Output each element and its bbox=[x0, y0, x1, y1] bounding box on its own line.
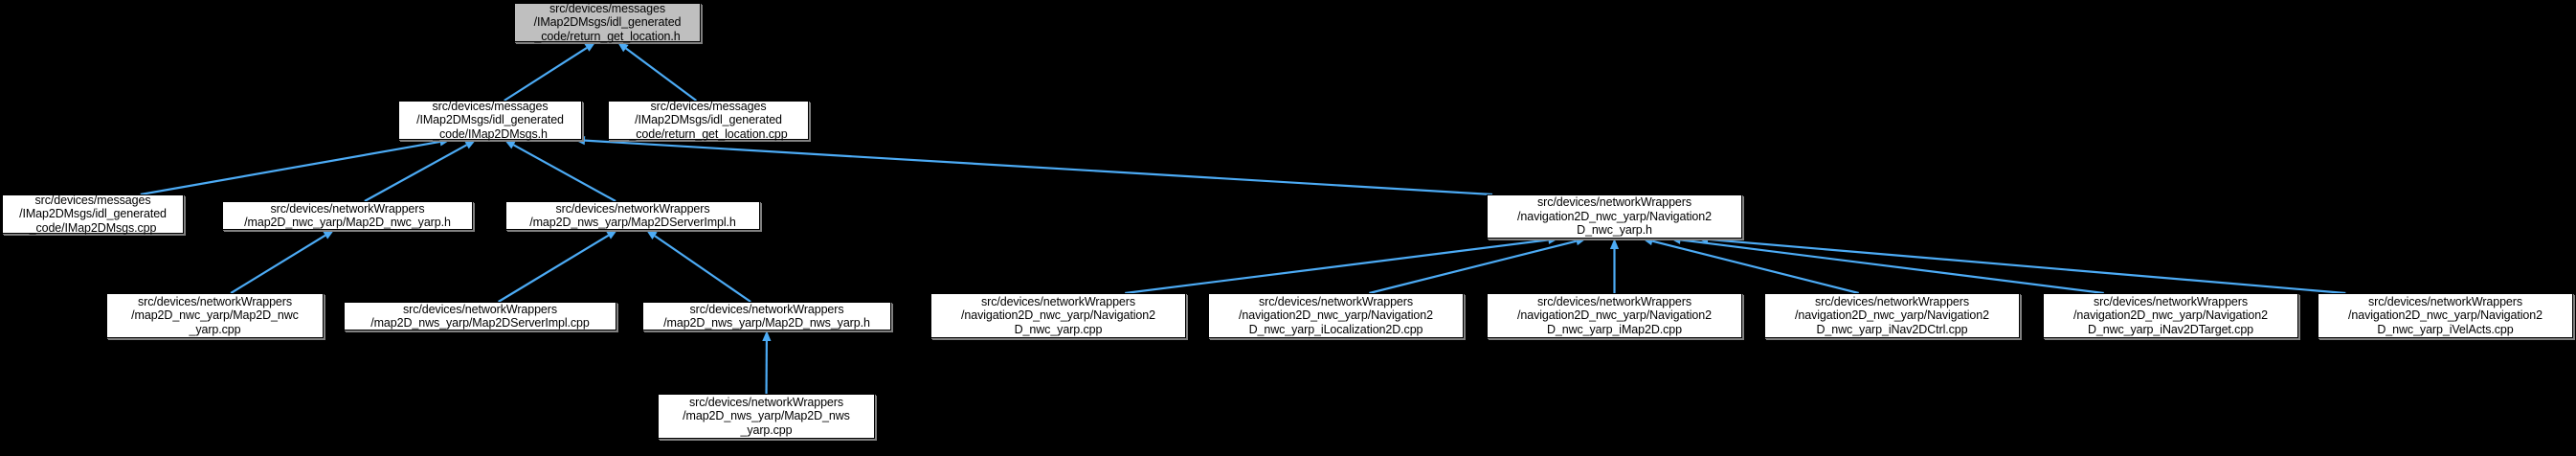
graph-edge bbox=[230, 234, 326, 294]
graph-node-label: src/devices/messages /IMap2DMsgs/idl_gen… bbox=[19, 193, 167, 235]
graph-edge-arrowhead bbox=[584, 42, 596, 52]
graph-node[interactable]: src/devices/networkWrappers /navigation2… bbox=[2318, 293, 2573, 338]
graph-edge bbox=[584, 139, 1493, 196]
graph-node[interactable]: src/devices/networkWrappers /map2D_nwc_y… bbox=[106, 293, 324, 338]
graph-node-label: src/devices/networkWrappers /navigation2… bbox=[2348, 294, 2542, 336]
graph-node-root[interactable]: src/devices/messages /IMap2DMsgs/idl_gen… bbox=[514, 1, 701, 43]
graph-node[interactable]: src/devices/messages /IMap2DMsgs/idl_gen… bbox=[398, 99, 582, 141]
graph-node-label: src/devices/networkWrappers /map2D_nws_y… bbox=[663, 302, 870, 331]
graph-edge bbox=[1680, 239, 2104, 295]
graph-node[interactable]: src/devices/networkWrappers /map2D_nws_y… bbox=[505, 201, 760, 230]
graph-node[interactable]: src/devices/messages /IMap2DMsgs/idl_gen… bbox=[608, 99, 809, 141]
graph-edge-arrowhead bbox=[606, 230, 618, 239]
graph-node-label: src/devices/networkWrappers /navigation2… bbox=[2073, 294, 2268, 336]
graph-node-label: src/devices/networkWrappers /map2D_nwc_y… bbox=[131, 294, 299, 336]
graph-edge bbox=[1369, 239, 1577, 295]
graph-edge bbox=[140, 140, 440, 196]
graph-node-label: src/devices/networkWrappers /navigation2… bbox=[1517, 294, 1712, 336]
graph-edge bbox=[498, 234, 610, 303]
graph-edge-arrowhead bbox=[762, 331, 772, 342]
graph-node-label: src/devices/networkWrappers /map2D_nws_y… bbox=[529, 201, 736, 230]
graph-edge-arrowhead bbox=[646, 230, 658, 240]
graph-node-label: src/devices/networkWrappers /map2D_nwc_y… bbox=[244, 201, 451, 230]
graph-node[interactable]: src/devices/networkWrappers /navigation2… bbox=[1487, 293, 1742, 338]
graph-edge bbox=[364, 144, 467, 202]
graph-edge-arrowhead bbox=[464, 140, 477, 149]
graph-node-label: src/devices/networkWrappers /map2D_nws_y… bbox=[683, 395, 850, 437]
graph-edge-arrowhead bbox=[504, 140, 516, 149]
graph-edge bbox=[504, 46, 588, 102]
graph-node-label: src/devices/messages /IMap2DMsgs/idl_gen… bbox=[629, 99, 788, 141]
graph-node[interactable]: src/devices/networkWrappers /map2D_nws_y… bbox=[642, 302, 891, 331]
graph-edge bbox=[1125, 239, 1549, 295]
graph-node-label: src/devices/networkWrappers /map2D_nws_y… bbox=[370, 302, 590, 331]
graph-node-label: src/devices/networkWrappers /navigation2… bbox=[1239, 294, 1433, 336]
graph-node-label: src/devices/messages /IMap2DMsgs/idl_gen… bbox=[533, 1, 682, 43]
graph-node-label: src/devices/networkWrappers /navigation2… bbox=[1795, 294, 1989, 336]
graph-node[interactable]: src/devices/networkWrappers /map2D_nws_y… bbox=[658, 394, 875, 439]
graph-node[interactable]: src/devices/networkWrappers /navigation2… bbox=[1208, 293, 1464, 338]
graph-edge bbox=[625, 47, 697, 102]
graph-node[interactable]: src/devices/messages /IMap2DMsgs/idl_gen… bbox=[2, 193, 184, 235]
graph-edge bbox=[1651, 239, 1859, 295]
graph-edge-arrowhead bbox=[323, 230, 335, 239]
graph-edge-arrowhead bbox=[617, 42, 629, 53]
graph-edge bbox=[1708, 238, 2346, 295]
graph-node-label: src/devices/messages /IMap2DMsgs/idl_gen… bbox=[416, 99, 564, 141]
graph-edge bbox=[513, 144, 616, 202]
graph-edge-arrowhead bbox=[1609, 239, 1620, 249]
graph-node-label: src/devices/networkWrappers /navigation2… bbox=[961, 294, 1155, 336]
graph-edge bbox=[654, 235, 751, 303]
graph-node[interactable]: src/devices/networkWrappers /map2D_nwc_y… bbox=[222, 201, 473, 230]
graph-node[interactable]: src/devices/networkWrappers /navigation2… bbox=[1764, 293, 2020, 338]
graph-node[interactable]: src/devices/networkWrappers /map2D_nws_y… bbox=[344, 302, 616, 331]
graph-node-label: src/devices/networkWrappers /navigation2… bbox=[1517, 195, 1712, 238]
graph-node[interactable]: src/devices/networkWrappers /navigation2… bbox=[930, 293, 1186, 338]
graph-node[interactable]: src/devices/networkWrappers /navigation2… bbox=[1487, 194, 1742, 239]
graph-node[interactable]: src/devices/networkWrappers /navigation2… bbox=[2043, 293, 2298, 338]
